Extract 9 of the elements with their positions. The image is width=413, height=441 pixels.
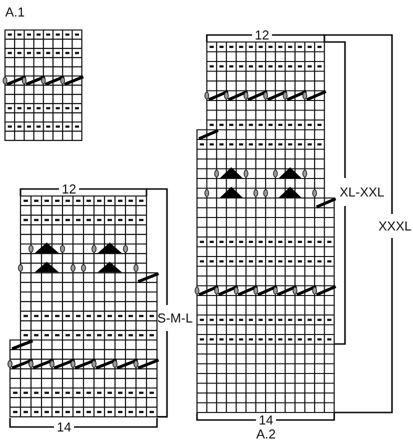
stitch-count: 14 — [258, 414, 274, 426]
chart-title: A.1 — [5, 6, 25, 18]
size-label: XXXL — [378, 220, 412, 232]
chart-title: A.2 — [256, 428, 276, 440]
stitch-count: 14 — [56, 420, 72, 434]
stitch-count: 12 — [62, 182, 76, 196]
size-label: XL-XXL — [340, 186, 384, 198]
size-label: S-M-L — [157, 312, 193, 324]
stitch-count: 12 — [254, 28, 270, 42]
